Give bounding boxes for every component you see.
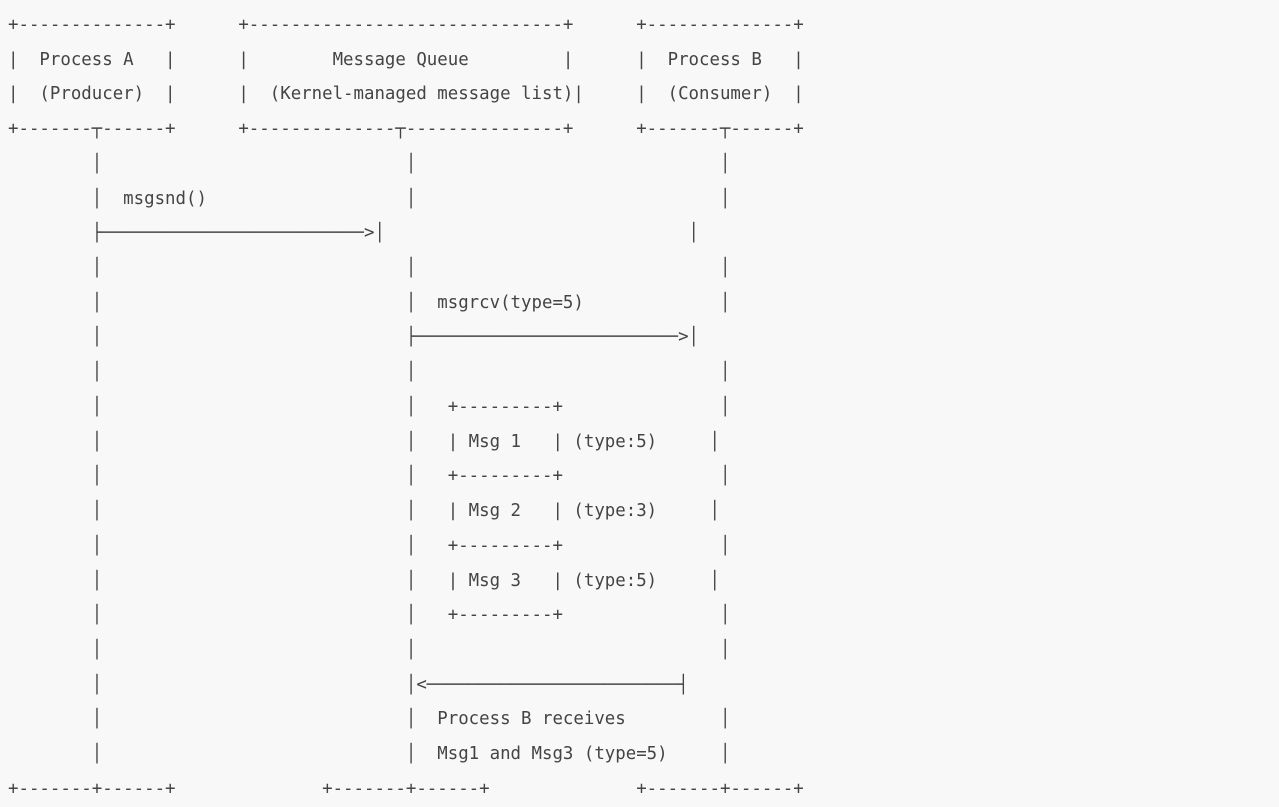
- ascii-sequence-diagram: +--------------+ +----------------------…: [8, 15, 804, 799]
